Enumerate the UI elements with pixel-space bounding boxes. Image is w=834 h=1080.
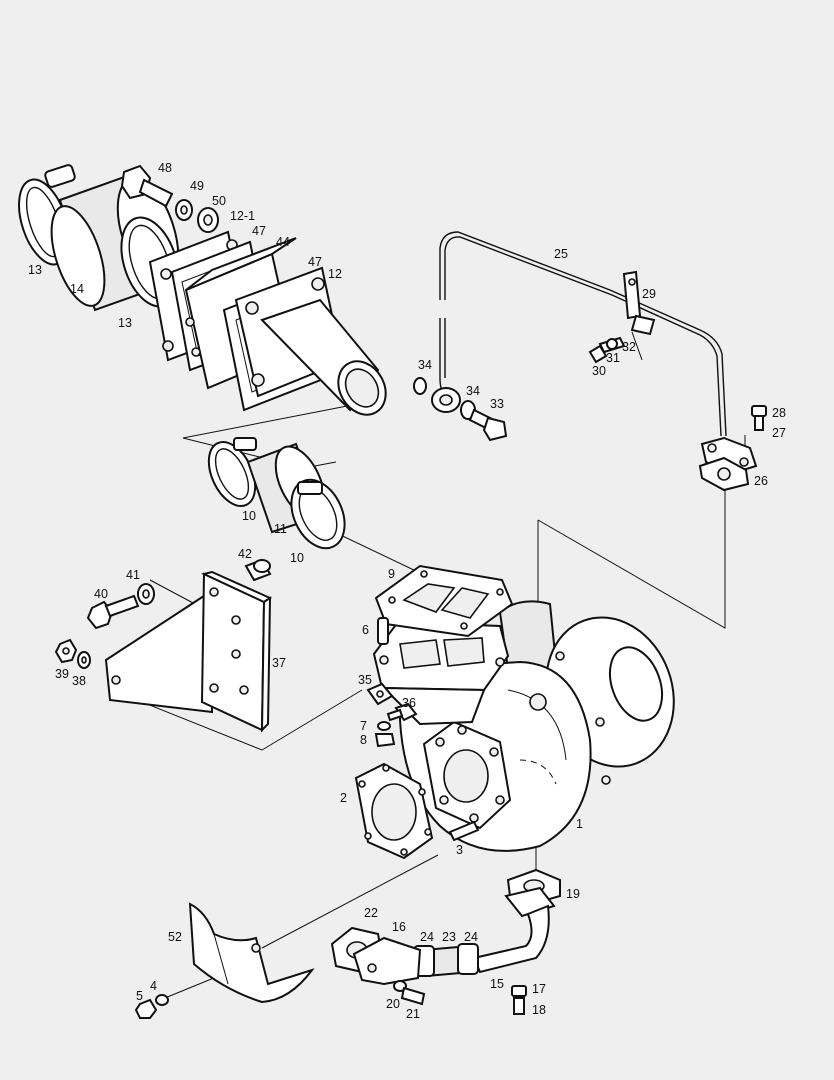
callout-5: 5 <box>136 989 143 1003</box>
elbow-16 <box>352 936 422 986</box>
bracket-29 <box>622 270 656 336</box>
callout-26: 26 <box>754 474 768 488</box>
bolt-28 <box>751 405 767 431</box>
callout-4: 4 <box>150 979 157 993</box>
stud-6 <box>377 617 389 645</box>
callout-10a: 10 <box>242 509 256 523</box>
shield-52 <box>188 902 315 1004</box>
stud-3 <box>448 820 480 842</box>
callout-40: 40 <box>94 587 108 601</box>
callout-12: 12 <box>328 267 342 281</box>
callout-42: 42 <box>238 547 252 561</box>
callout-17: 17 <box>532 982 546 996</box>
callout-11: 11 <box>274 522 287 536</box>
callout-30: 30 <box>592 364 606 378</box>
nut-39 <box>54 638 78 664</box>
callout-21: 21 <box>406 1007 420 1021</box>
clamp-10-right <box>290 478 346 550</box>
callout-44: 44 <box>276 235 290 249</box>
washer-38 <box>77 651 91 669</box>
callout-49: 49 <box>190 179 204 193</box>
callout-9: 9 <box>388 567 395 581</box>
clamp-24-right <box>457 943 479 975</box>
callout-50: 50 <box>212 194 226 208</box>
sleeve-42 <box>244 558 272 582</box>
callout-13a: 13 <box>28 263 42 277</box>
callout-24a: 24 <box>420 930 434 944</box>
callout-47a: 47 <box>252 224 266 238</box>
gasket-9 <box>374 564 514 638</box>
drain-pipe <box>472 886 556 974</box>
washer-49 <box>175 199 193 221</box>
turbocharger-1 <box>372 600 675 852</box>
callout-29: 29 <box>642 287 656 301</box>
callout-52: 52 <box>168 930 182 944</box>
callout-15: 15 <box>490 977 504 991</box>
callout-48: 48 <box>158 161 172 175</box>
clamp-10-left <box>207 437 257 507</box>
callout-20: 20 <box>386 997 400 1011</box>
callout-36: 36 <box>402 696 416 710</box>
callout-8: 8 <box>360 733 367 747</box>
bolt-40 <box>86 594 140 630</box>
callout-7: 7 <box>360 719 367 733</box>
callout-39: 39 <box>55 667 69 681</box>
bolt-48 <box>120 164 174 208</box>
banjo-bolt-33 <box>468 408 508 442</box>
callout-18: 18 <box>532 1003 546 1017</box>
callout-labels: 48 49 50 12-1 47 44 47 12 13 14 13 25 29… <box>28 161 786 1021</box>
callout-47b: 47 <box>308 255 322 269</box>
callout-19: 19 <box>566 887 580 901</box>
callout-12-1: 12-1 <box>230 209 255 223</box>
callout-23: 23 <box>442 930 456 944</box>
callout-10b: 10 <box>290 551 304 565</box>
elbow-12 <box>234 266 387 416</box>
bracket-35 <box>366 682 394 706</box>
nut-5 <box>134 998 158 1019</box>
washer-4 <box>155 994 169 1006</box>
washer-50 <box>197 207 219 233</box>
bolt-17-18 <box>511 985 527 1015</box>
callout-32: 32 <box>622 340 636 354</box>
callout-34a: 34 <box>418 358 432 372</box>
bolt-20-21 <box>393 980 426 1006</box>
bolt-30-32 <box>588 336 626 364</box>
bolt-36 <box>386 702 418 722</box>
washer-41 <box>137 583 155 605</box>
banjo-34 <box>413 377 476 420</box>
bracket-37 <box>104 570 273 733</box>
callout-37: 37 <box>272 656 286 670</box>
callout-1: 1 <box>576 817 583 831</box>
gasket-2 <box>354 762 434 860</box>
callout-22: 22 <box>364 906 378 920</box>
callout-31: 31 <box>606 351 620 365</box>
nut-8 <box>374 733 396 748</box>
callout-35: 35 <box>358 673 372 687</box>
callout-13b: 13 <box>118 316 132 330</box>
callout-38: 38 <box>72 674 86 688</box>
callout-27: 27 <box>772 426 786 440</box>
gasket-26 <box>698 456 750 492</box>
callout-33: 33 <box>490 397 504 411</box>
callout-28: 28 <box>772 406 786 420</box>
callout-24b: 24 <box>464 930 478 944</box>
callout-14: 14 <box>70 282 84 296</box>
callout-3: 3 <box>456 843 463 857</box>
callout-2: 2 <box>340 791 347 805</box>
callout-41: 41 <box>126 568 140 582</box>
callout-16: 16 <box>392 920 406 934</box>
oil-pipe-25 <box>439 231 727 437</box>
washer-7 <box>377 721 391 731</box>
callout-34b: 34 <box>466 384 480 398</box>
callout-25: 25 <box>554 247 568 261</box>
callout-6: 6 <box>362 623 369 637</box>
